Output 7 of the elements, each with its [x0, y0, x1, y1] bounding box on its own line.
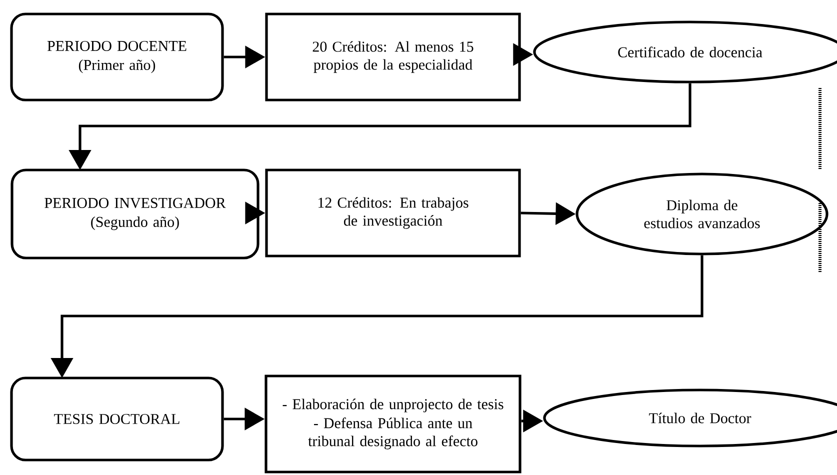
rounded-box: PERIODO DOCENTE (Primer año)	[10, 12, 224, 102]
rectangle-box: 20 Créditos: Al menos 15 propios de la especialidad	[265, 12, 521, 102]
ellipse-node: Diploma de estudios avanzados	[576, 172, 828, 256]
rectangle-box: 12 Créditos: En trabajos de investigación	[265, 168, 521, 258]
rounded-box: PERIODO INVESTIGADOR (Segundo año)	[10, 168, 260, 260]
rectangle-box: - Elaboración de unprojecto de tesis - Defensa Pública ante un tribunal designado al efecto	[264, 374, 522, 474]
rounded-box: TESIS DOCTORAL	[10, 376, 224, 462]
